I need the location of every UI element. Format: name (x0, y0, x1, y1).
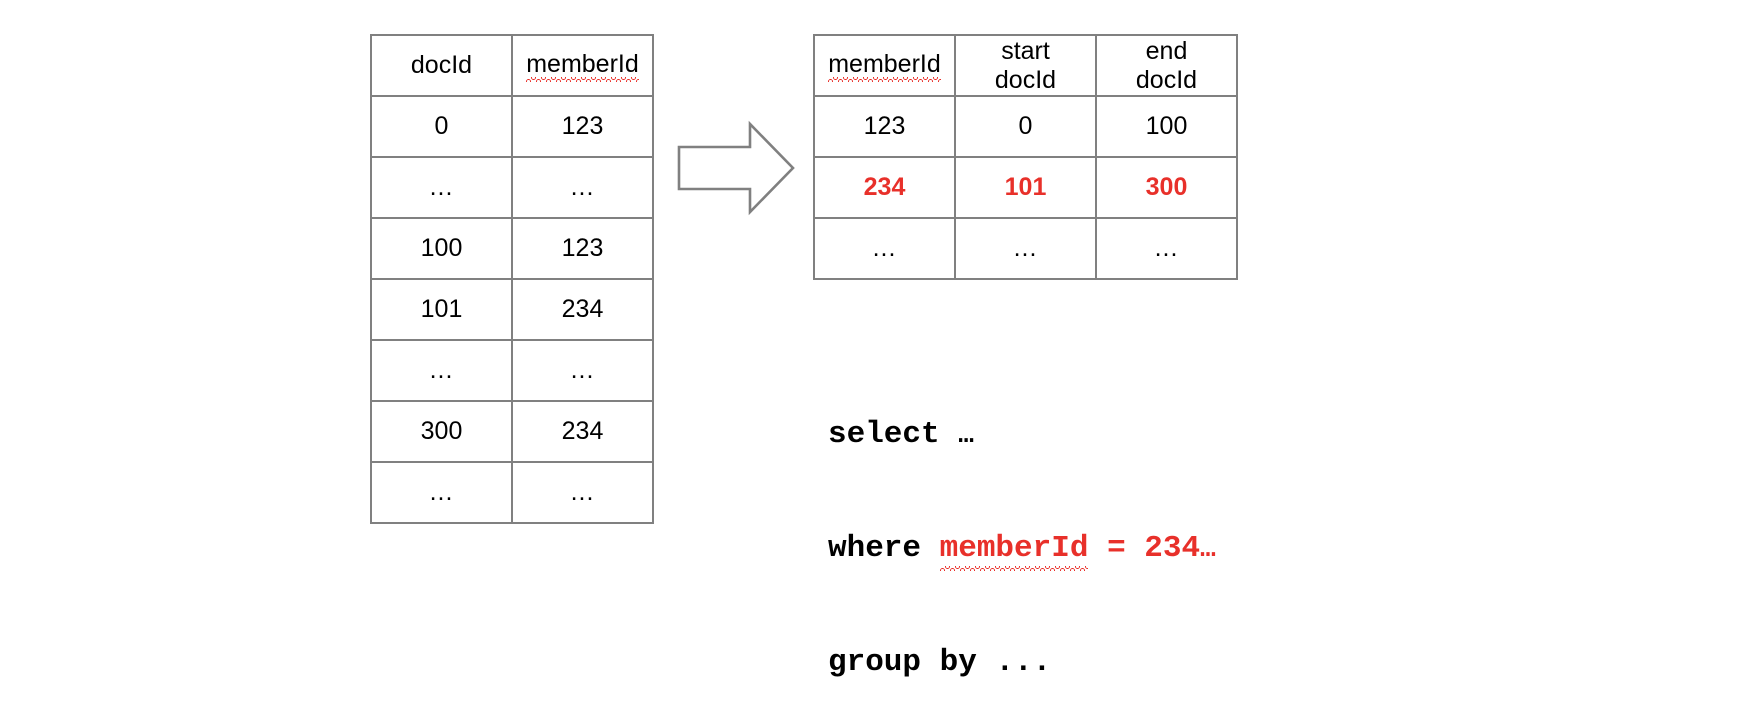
source-cell-memberid: 234 (511, 278, 654, 341)
source-cell-memberid: 123 (511, 217, 654, 280)
sql-select-ellipsis: … (958, 420, 974, 450)
source-cell-docid: 101 (370, 278, 513, 341)
sql-column-memberid: memberId (939, 530, 1088, 571)
source-documents-table: docId memberId 0 123 ... ... 100 123 101… (370, 34, 654, 524)
source-header-memberid: memberId (511, 34, 654, 97)
table-row-highlighted: 234 101 300 (813, 156, 1238, 219)
source-cell-memberid: 123 (511, 95, 654, 158)
source-cell-docid: ... (370, 156, 513, 219)
table-row: 123 0 100 (813, 95, 1238, 158)
compacted-cell-end-docid: 300 (1095, 156, 1238, 219)
compacted-header-memberid-label: memberId (828, 50, 941, 82)
table-row: 0 123 (370, 95, 654, 158)
table-row: ... ... (370, 156, 654, 219)
sql-keyword-where: where (828, 531, 922, 566)
source-cell-docid: 300 (370, 400, 513, 463)
table-header-row: docId memberId (370, 34, 654, 97)
table-row: ... ... (370, 339, 654, 402)
sql-keyword-group-by: group by (828, 645, 977, 680)
source-header-docid: docId (370, 34, 513, 97)
source-cell-docid: 100 (370, 217, 513, 280)
sql-line-select: select … (828, 416, 1216, 454)
compacted-header-end-line1: end (1145, 36, 1188, 65)
table-row: ... ... ... (813, 217, 1238, 280)
compacted-header-end-line2: docId (1135, 65, 1198, 94)
sql-value-234: 234 (1144, 531, 1201, 566)
source-cell-memberid: ... (511, 156, 654, 219)
source-cell-memberid: ... (511, 339, 654, 402)
sql-line-group-by: group by ... (828, 644, 1216, 682)
sql-group-by-ellipsis: ... (995, 645, 1052, 680)
compacted-header-memberid: memberId (813, 34, 956, 97)
source-cell-docid: 0 (370, 95, 513, 158)
compacted-cell-start-docid: 0 (954, 95, 1097, 158)
compacted-cell-start-docid: ... (954, 217, 1097, 280)
compacted-header-end-docid: end docId (1095, 34, 1238, 97)
table-row: ... ... (370, 461, 654, 524)
compacted-header-start-docid: start docId (954, 34, 1097, 97)
compacted-cell-memberid: 123 (813, 95, 956, 158)
arrow-shape (677, 120, 795, 216)
sql-line-where: where memberId = 234… (828, 530, 1216, 571)
source-cell-memberid: ... (511, 461, 654, 524)
table-row: 101 234 (370, 278, 654, 341)
source-header-memberid-label: memberId (526, 50, 639, 82)
source-cell-memberid: 234 (511, 400, 654, 463)
table-row: 100 123 (370, 217, 654, 280)
source-cell-docid: ... (370, 339, 513, 402)
table-row: 300 234 (370, 400, 654, 463)
compacted-cell-end-docid: ... (1095, 217, 1238, 280)
compacted-header-start-line2: docId (994, 65, 1057, 94)
sql-where-ellipsis: … (1200, 534, 1216, 564)
source-header-docid-label: docId (410, 51, 473, 80)
sql-query-snippet: select … where memberId = 234… group by … (828, 340, 1216, 720)
table-header-row: memberId start docId end docId (813, 34, 1238, 97)
right-arrow-icon (677, 120, 795, 216)
source-cell-docid: ... (370, 461, 513, 524)
compacted-cell-end-docid: 100 (1095, 95, 1238, 158)
compacted-cell-memberid: 234 (813, 156, 956, 219)
sql-operator-equals: = (1107, 531, 1126, 566)
compacted-header-start-line1: start (1001, 36, 1050, 65)
sql-keyword-select: select (828, 417, 940, 452)
compacted-ranges-table: memberId start docId end docId 123 0 100… (813, 34, 1238, 280)
compacted-cell-memberid: ... (813, 217, 956, 280)
compacted-cell-start-docid: 101 (954, 156, 1097, 219)
